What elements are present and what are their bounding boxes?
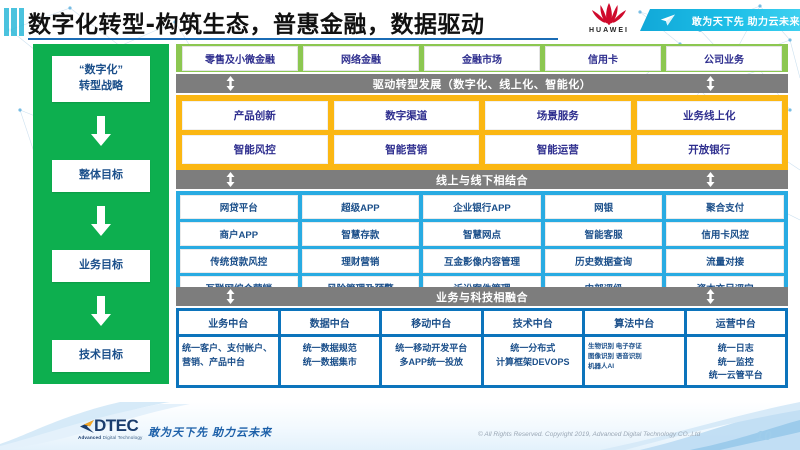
huawei-logo: HUAWEI bbox=[580, 2, 638, 38]
drive-item-1-3[interactable]: 开放银行 bbox=[636, 135, 782, 164]
channel-item-0-3[interactable]: 网银 bbox=[544, 195, 663, 219]
copyright-text: © All Rights Reserved. Copyright 2019, A… bbox=[478, 431, 701, 438]
channel-item-2-4[interactable]: 流量对接 bbox=[666, 249, 784, 273]
connector-bar-biz-tech: 业务与科技相融合 bbox=[176, 287, 788, 306]
dtec-tagline-rest: Digital Technology bbox=[102, 435, 143, 440]
title-underline bbox=[28, 38, 558, 40]
platform-body-2: 统一移动开发平台多APP统一投放 bbox=[382, 337, 481, 385]
channel-item-2-1[interactable]: 理财营销 bbox=[301, 249, 420, 273]
channel-item-0-0[interactable]: 网贷平台 bbox=[180, 195, 298, 219]
dtec-arrow-icon bbox=[80, 419, 94, 433]
channel-item-0-4[interactable]: 聚合支付 bbox=[666, 195, 784, 219]
platform-body-1: 统一数据规范统一数据集市 bbox=[280, 337, 379, 385]
platform-column-5[interactable]: 运营中台 统一日志统一监控统一云管平台 bbox=[686, 311, 785, 385]
updown-arrow-icon-2a bbox=[226, 172, 235, 187]
platform-head-2: 移动中台 bbox=[382, 311, 481, 334]
channel-item-2-2[interactable]: 互金影像内容管理 bbox=[423, 249, 541, 273]
drive-item-0-1[interactable]: 数字渠道 bbox=[333, 101, 479, 130]
channel-item-1-4[interactable]: 信用卡风控 bbox=[666, 222, 784, 246]
strategy-item-1[interactable]: 整体目标 bbox=[52, 159, 150, 192]
business-line-2[interactable]: 金融市场 bbox=[424, 45, 540, 71]
strategy-item-2[interactable]: 业务目标 bbox=[52, 250, 150, 282]
arrow-down-icon-1 bbox=[91, 115, 111, 146]
updown-arrow-icon-1a bbox=[226, 76, 235, 91]
channel-item-1-0[interactable]: 商户APP bbox=[180, 222, 298, 246]
channel-layer-row-0: 网贷平台 超级APP 企业银行APP 网银 聚合支付 bbox=[180, 195, 784, 219]
connector-bar-online-offline: 线上与线下相结合 bbox=[176, 170, 788, 189]
connector-bar-drive-label: 驱动转型发展（数字化、线上化、智能化） bbox=[372, 78, 592, 91]
strategy-item-0[interactable]: “数字化” 转型战略 bbox=[52, 56, 150, 102]
platform-body-0: 统一客户、支付帐户、营销、产品中台 bbox=[179, 337, 278, 385]
updown-arrow-icon-3b bbox=[706, 289, 715, 304]
platform-head-4: 算法中台 bbox=[585, 311, 684, 334]
paper-plane-icon bbox=[660, 14, 675, 26]
platform-body-5: 统一日志统一监控统一云管平台 bbox=[686, 337, 785, 385]
business-line-4[interactable]: 公司业务 bbox=[666, 45, 782, 71]
dtec-tagline-strong: Advanced bbox=[78, 435, 102, 440]
platform-head-3: 技术中台 bbox=[483, 311, 582, 334]
platform-column-0[interactable]: 业务中台 统一客户、支付帐户、营销、产品中台 bbox=[179, 311, 278, 385]
banner-slogan-text: 敢为天下先 助力云未来 bbox=[691, 16, 800, 28]
connector-bar-biz-tech-label: 业务与科技相融合 bbox=[436, 291, 528, 304]
layers-column: 零售及小微金融 网络金融 金融市场 信用卡 公司业务 驱动转型发展（数字化、线上… bbox=[176, 42, 788, 402]
drive-item-0-3[interactable]: 业务线上化 bbox=[636, 101, 782, 130]
strategy-column: “数字化” 转型战略 整体目标 业务目标 技术目标 bbox=[33, 44, 169, 384]
channel-item-1-2[interactable]: 智慧网点 bbox=[423, 222, 541, 246]
business-lines-band: 零售及小微金融 网络金融 金融市场 信用卡 公司业务 bbox=[176, 44, 788, 72]
channel-item-0-2[interactable]: 企业银行APP bbox=[423, 195, 541, 219]
dtec-wordmark: DTEC bbox=[94, 416, 139, 435]
strategy-item-3[interactable]: 技术目标 bbox=[52, 340, 150, 372]
drive-item-1-1[interactable]: 智能营销 bbox=[333, 135, 479, 164]
huawei-flower-icon bbox=[592, 3, 626, 25]
business-line-0[interactable]: 零售及小微金融 bbox=[182, 45, 298, 71]
connector-bar-drive: 驱动转型发展（数字化、线上化、智能化） bbox=[176, 74, 788, 93]
channel-item-0-1[interactable]: 超级APP bbox=[301, 195, 420, 219]
updown-arrow-icon-2b bbox=[706, 172, 715, 187]
drive-item-1-2[interactable]: 智能运营 bbox=[485, 135, 631, 164]
platform-column-1[interactable]: 数据中台 统一数据规范统一数据集市 bbox=[280, 311, 379, 385]
strategy-item-0-line2: 转型战略 bbox=[79, 79, 123, 92]
drive-item-0-2[interactable]: 场景服务 bbox=[485, 101, 631, 130]
huawei-wordmark: HUAWEI bbox=[589, 27, 629, 34]
page-number: 10 bbox=[756, 428, 773, 443]
platform-column-2[interactable]: 移动中台 统一移动开发平台多APP统一投放 bbox=[382, 311, 481, 385]
platform-column-3[interactable]: 技术中台 统一分布式计算框架DEVOPS bbox=[483, 311, 582, 385]
footer-slogan: 敢为天下先 助力云未来 bbox=[148, 427, 273, 439]
huawei-slogan-banner: 敢为天下先 助力云未来 bbox=[640, 9, 800, 31]
drive-layer-row-0: 产品创新 数字渠道 场景服务 业务线上化 bbox=[182, 101, 782, 130]
business-line-3[interactable]: 信用卡 bbox=[545, 45, 661, 71]
channel-layer-row-2: 传统贷款风控 理财营销 互金影像内容管理 历史数据查询 流量对接 bbox=[180, 249, 784, 273]
updown-arrow-icon-1b bbox=[706, 76, 715, 91]
strategy-item-0-line1: “数字化” bbox=[79, 64, 123, 76]
arrow-down-icon-3 bbox=[91, 295, 111, 326]
slide-header: 数字化转型-构筑生态，普惠金融，数据驱动 HUAWEI 敢为天下先 助力云未来 bbox=[0, 0, 800, 42]
architecture-diagram: “数字化” 转型战略 整体目标 业务目标 技术目标 零售及小微金融 网络金融 金… bbox=[0, 42, 800, 402]
platform-head-1: 数据中台 bbox=[280, 311, 379, 334]
platform-body-4: 生物识别 电子存证图像识别 语音识别机器人AI bbox=[585, 337, 684, 385]
drive-item-1-0[interactable]: 智能风控 bbox=[182, 135, 328, 164]
business-line-1[interactable]: 网络金融 bbox=[303, 45, 419, 71]
channel-item-1-1[interactable]: 智慧存款 bbox=[301, 222, 420, 246]
drive-item-0-0[interactable]: 产品创新 bbox=[182, 101, 328, 130]
channel-layer-row-1: 商户APP 智慧存款 智慧网点 智能客服 信用卡风控 bbox=[180, 222, 784, 246]
page-title: 数字化转型-构筑生态，普惠金融，数据驱动 bbox=[28, 12, 485, 38]
platform-head-0: 业务中台 bbox=[179, 311, 278, 334]
updown-arrow-icon-3a bbox=[226, 289, 235, 304]
drive-layer-band: 产品创新 数字渠道 场景服务 业务线上化 智能风控 智能营销 智能运营 开放银行 bbox=[176, 95, 788, 170]
connector-bar-online-offline-label: 线上与线下相结合 bbox=[436, 174, 528, 187]
arrow-down-icon-2 bbox=[91, 205, 111, 236]
dtec-logo: DTEC Advanced Digital Technology bbox=[78, 416, 164, 440]
platform-head-5: 运营中台 bbox=[686, 311, 785, 334]
slide-footer: DTEC Advanced Digital Technology 敢为天下先 助… bbox=[0, 402, 800, 450]
platform-layer-band: 业务中台 统一客户、支付帐户、营销、产品中台 数据中台 统一数据规范统一数据集市… bbox=[176, 308, 788, 388]
platform-body-3: 统一分布式计算框架DEVOPS bbox=[483, 337, 582, 385]
channel-item-2-0[interactable]: 传统贷款风控 bbox=[180, 249, 298, 273]
channel-item-2-3[interactable]: 历史数据查询 bbox=[544, 249, 663, 273]
drive-layer-row-1: 智能风控 智能营销 智能运营 开放银行 bbox=[182, 135, 782, 164]
title-accent-bar bbox=[4, 8, 24, 36]
platform-column-4[interactable]: 算法中台 生物识别 电子存证图像识别 语音识别机器人AI bbox=[585, 311, 684, 385]
dtec-tagline: Advanced Digital Technology bbox=[78, 435, 164, 440]
channel-item-1-3[interactable]: 智能客服 bbox=[544, 222, 663, 246]
footer-sweep-decoration bbox=[0, 402, 800, 450]
